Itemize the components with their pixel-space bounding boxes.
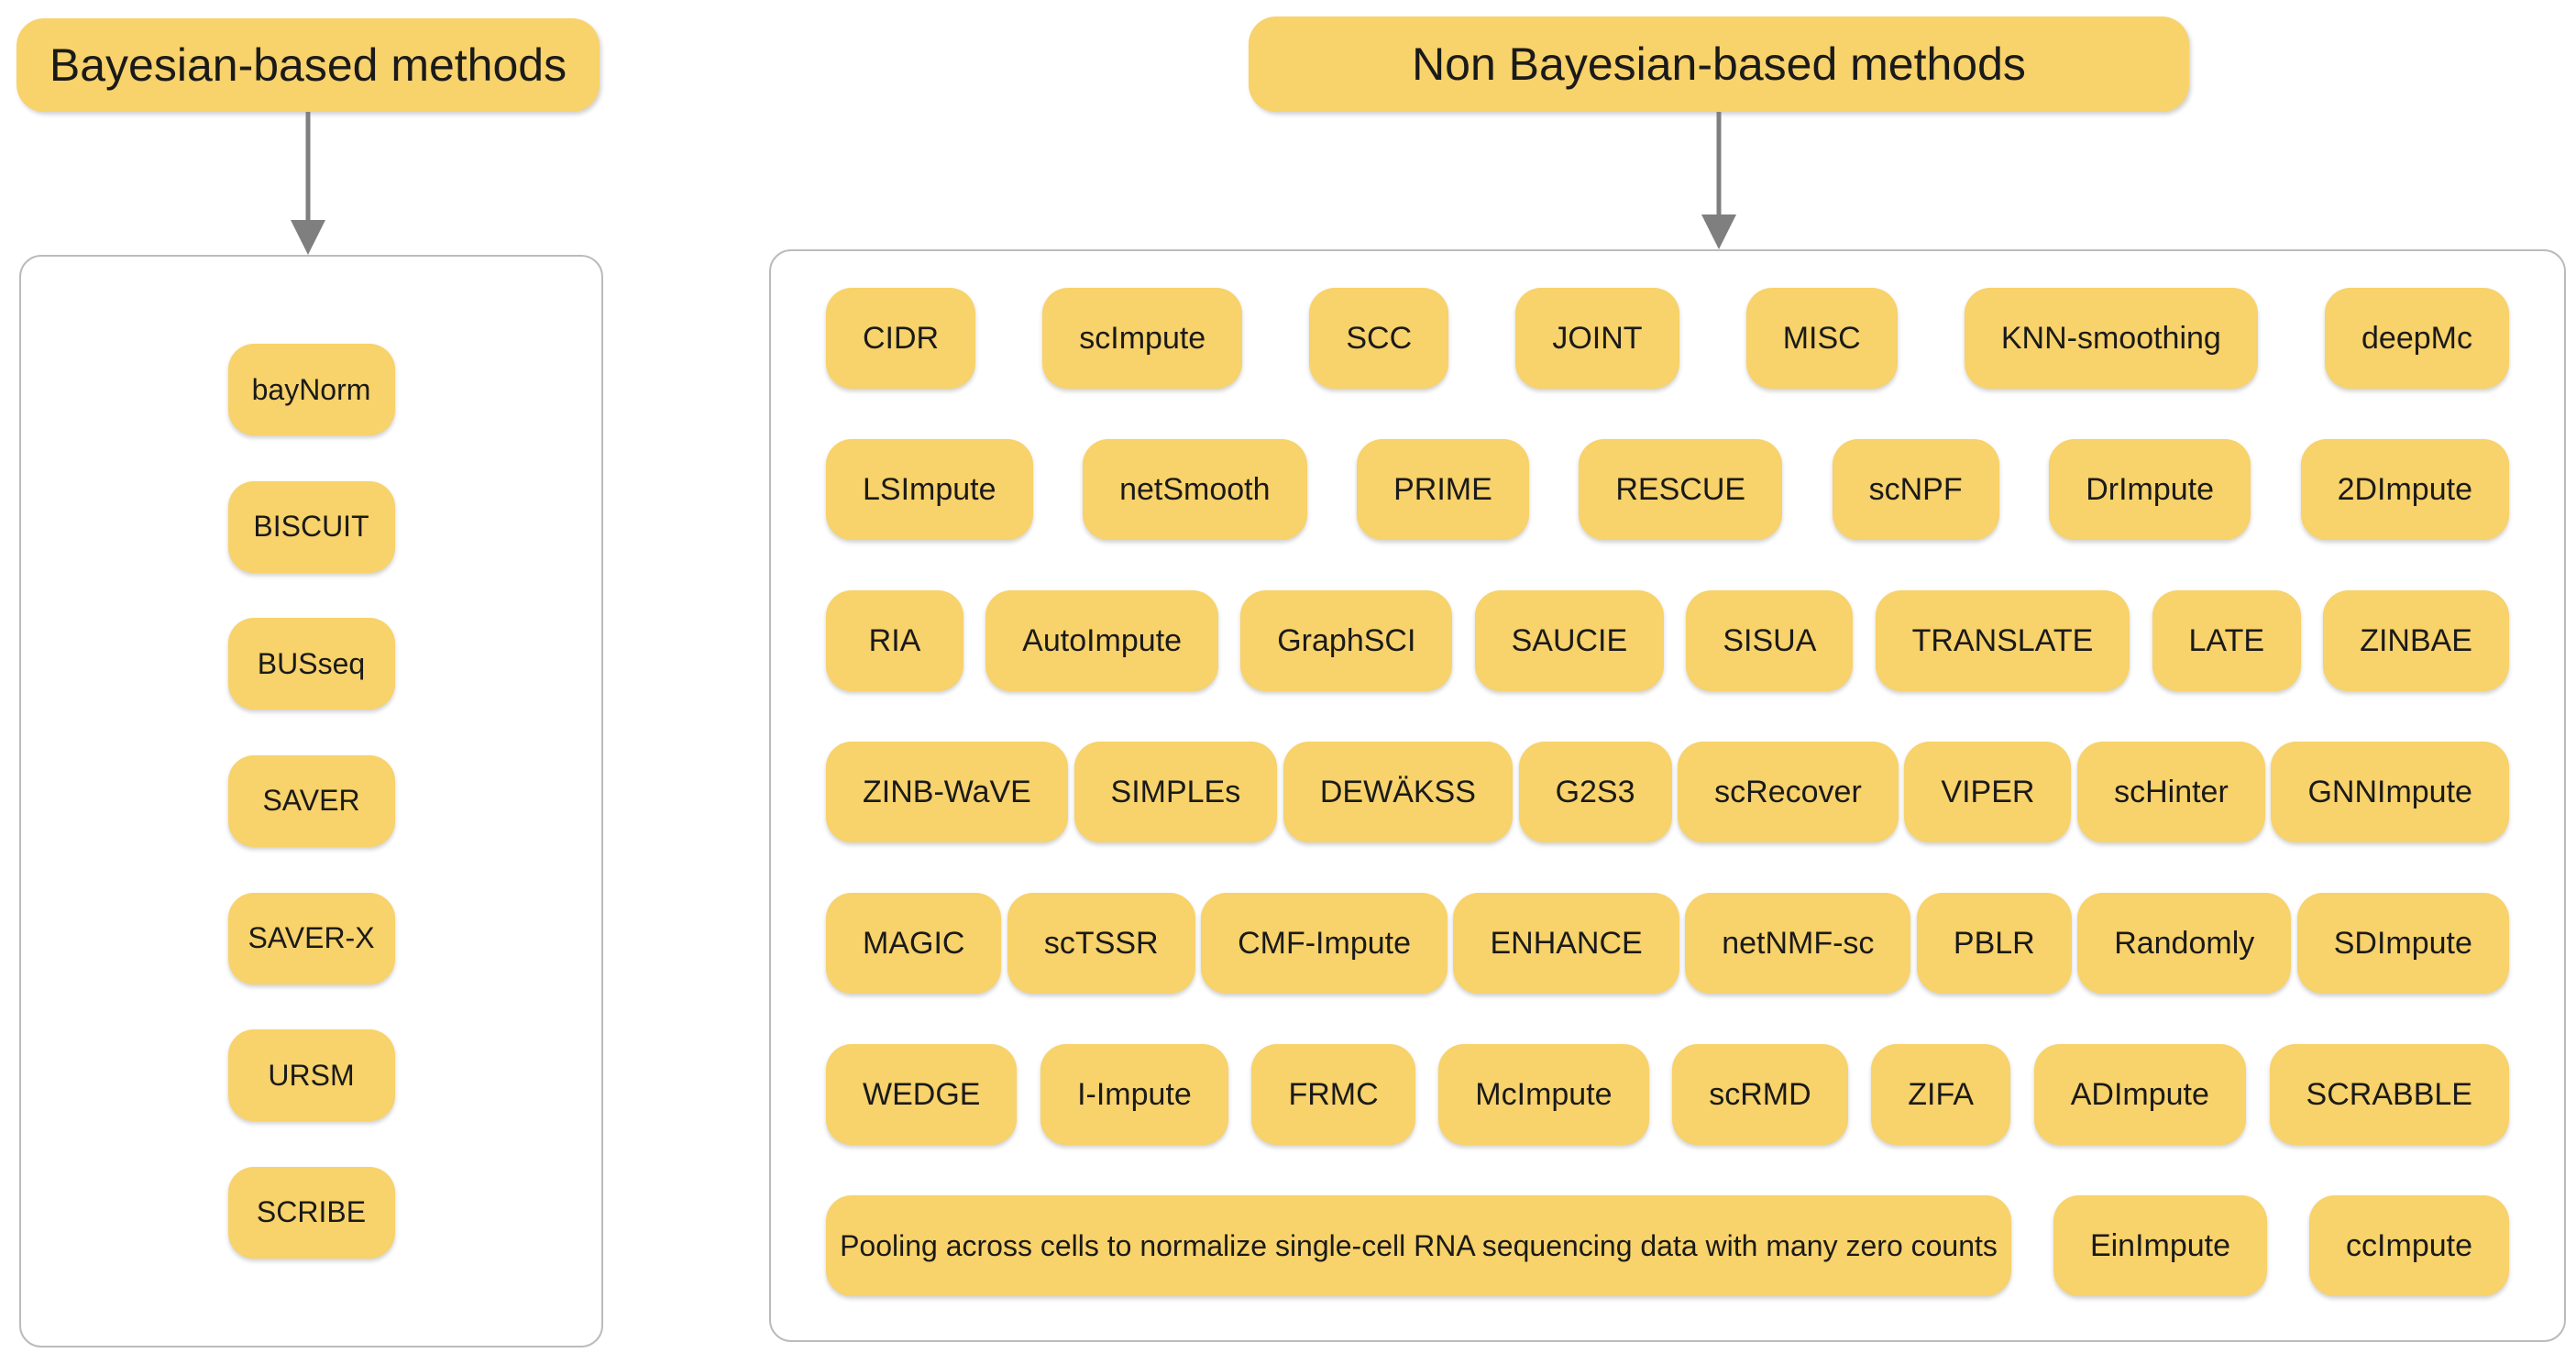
- method-ursm: URSM: [227, 1029, 395, 1122]
- method-saver: SAVER: [227, 754, 395, 847]
- method-zifa: ZIFA: [1871, 1044, 2011, 1145]
- method-2dimpute: 2DImpute: [2300, 439, 2509, 540]
- method-enhance: ENHANCE: [1453, 893, 1679, 994]
- method-scnpf: scNPF: [1832, 439, 1999, 540]
- method-deepmc: deepMc: [2325, 288, 2509, 389]
- method-knn-smoothing: KNN-smoothing: [1964, 288, 2258, 389]
- non-bayesian-header: Non Bayesian-based methods: [1249, 16, 2189, 112]
- method-baynorm: bayNorm: [227, 344, 395, 435]
- method-schinter: scHinter: [2077, 742, 2265, 842]
- method-sctssr: scTSSR: [1007, 893, 1195, 994]
- method-row-2: LSImpute netSmooth PRIME RESCUE scNPF Dr…: [826, 439, 2509, 540]
- method-drimpute: DrImpute: [2049, 439, 2251, 540]
- method-ria: RIA: [826, 590, 963, 691]
- method-saucie: SAUCIE: [1474, 590, 1665, 691]
- method-simples: SIMPLEs: [1073, 742, 1278, 842]
- method-screcover: scRecover: [1678, 742, 1899, 842]
- method-scrmd: scRMD: [1672, 1044, 1848, 1145]
- method-einimpute: EinImpute: [2053, 1195, 2268, 1296]
- method-biscuit: BISCUIT: [227, 480, 395, 573]
- method-cidr: CIDR: [826, 288, 976, 389]
- method-wedge: WEDGE: [826, 1044, 1018, 1145]
- method-gnnimpute: GNNImpute: [2271, 742, 2509, 842]
- method-autoimpute: AutoImpute: [985, 590, 1219, 691]
- method-mcimpute: McImpute: [1438, 1044, 1649, 1145]
- bayesian-group-panel: bayNorm BISCUIT BUSseq SAVER SAVER-X URS…: [19, 255, 603, 1348]
- method-sisua: SISUA: [1686, 590, 1854, 691]
- method-scc: SCC: [1309, 288, 1449, 389]
- non-bayesian-group-panel: CIDR scImpute SCC JOINT MISC KNN-smoothi…: [769, 249, 2566, 1342]
- method-lsimpute: LSImpute: [826, 439, 1033, 540]
- arrow-down-icon: [285, 112, 331, 259]
- method-rescue: RESCUE: [1579, 439, 1783, 540]
- method-row-1: CIDR scImpute SCC JOINT MISC KNN-smoothi…: [826, 288, 2509, 389]
- method-scimpute: scImpute: [1042, 288, 1243, 389]
- method-i-impute: I-Impute: [1040, 1044, 1228, 1145]
- arrow-down-icon: [1696, 112, 1742, 254]
- method-graphsci: GraphSCI: [1240, 590, 1453, 691]
- method-translate: TRANSLATE: [1875, 590, 2130, 691]
- method-sdimpute: SDImpute: [2296, 893, 2509, 994]
- method-pooling-across-cells: Pooling across cells to normalize single…: [826, 1195, 2011, 1296]
- method-zinbae: ZINBAE: [2323, 590, 2509, 691]
- method-dewakss: DEWÄKSS: [1282, 742, 1513, 842]
- method-g2s3: G2S3: [1518, 742, 1672, 842]
- method-saver-x: SAVER-X: [227, 892, 395, 984]
- method-row-5: MAGIC scTSSR CMF-Impute ENHANCE netNMF-s…: [826, 893, 2509, 994]
- method-scribe: SCRIBE: [227, 1166, 395, 1259]
- method-joint: JOINT: [1515, 288, 1679, 389]
- method-prime: PRIME: [1357, 439, 1529, 540]
- method-netnmf-sc: netNMF-sc: [1685, 893, 1911, 994]
- method-magic: MAGIC: [826, 893, 1002, 994]
- method-busseq: BUSseq: [227, 618, 395, 710]
- method-ccimpute: ccImpute: [2309, 1195, 2509, 1296]
- method-misc: MISC: [1745, 288, 1898, 389]
- method-cmf-impute: CMF-Impute: [1201, 893, 1448, 994]
- method-viper: VIPER: [1904, 742, 2072, 842]
- method-randomly: Randomly: [2077, 893, 2292, 994]
- method-netsmooth: netSmooth: [1083, 439, 1307, 540]
- method-frmc: FRMC: [1251, 1044, 1415, 1145]
- method-row-7: Pooling across cells to normalize single…: [826, 1195, 2509, 1296]
- method-row-6: WEDGE I-Impute FRMC McImpute scRMD ZIFA …: [826, 1044, 2509, 1145]
- method-pblr: PBLR: [1916, 893, 2072, 994]
- method-zinb-wave: ZINB-WaVE: [826, 742, 1068, 842]
- method-row-3: RIA AutoImpute GraphSCI SAUCIE SISUA TRA…: [826, 590, 2509, 691]
- bayesian-header: Bayesian-based methods: [17, 18, 600, 112]
- method-scrabble: SCRABBLE: [2269, 1044, 2509, 1145]
- method-row-4: ZINB-WaVE SIMPLEs DEWÄKSS G2S3 scRecover…: [826, 742, 2509, 842]
- method-late: LATE: [2152, 590, 2302, 691]
- method-adimpute: ADImpute: [2033, 1044, 2246, 1145]
